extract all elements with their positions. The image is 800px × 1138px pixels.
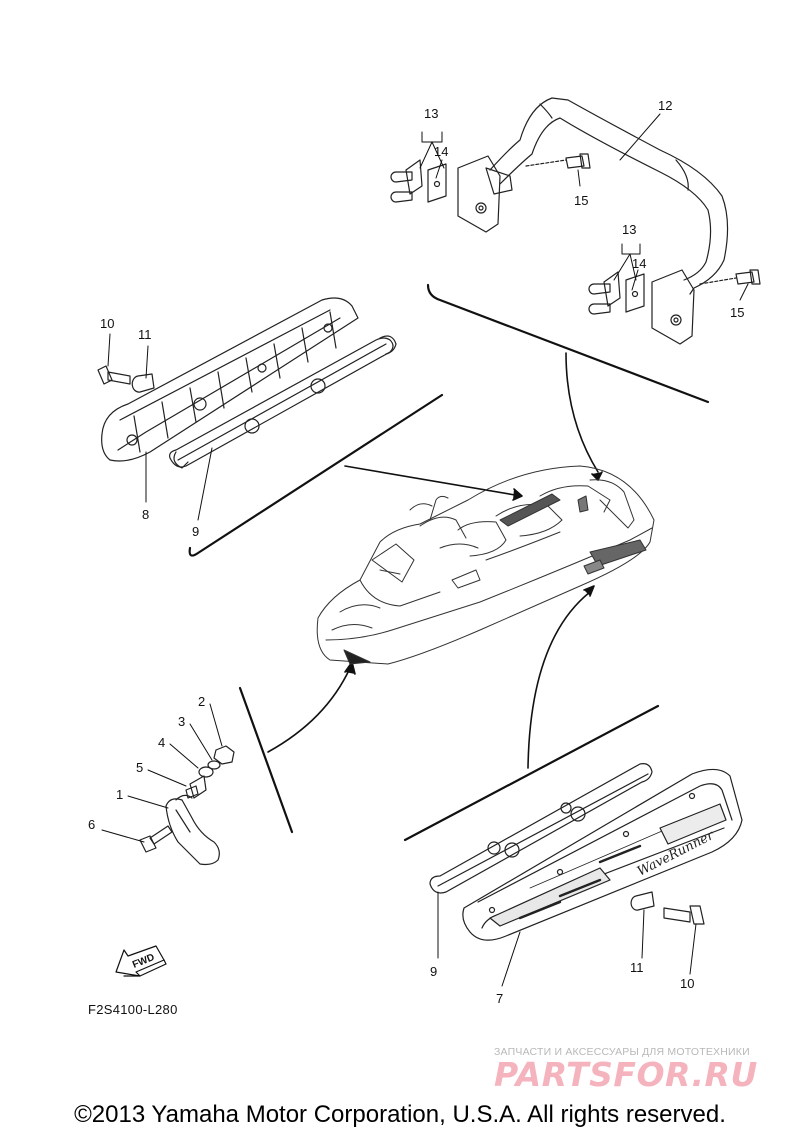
watermark-subtitle: ЗАПЧАСТИ И АКСЕССУАРЫ ДЛЯ МОТОТЕХНИКИ (494, 1046, 750, 1058)
copyright-notice: ©2013 Yamaha Motor Corporation, U.S.A. A… (74, 1101, 726, 1128)
callout-12: 12 (658, 98, 672, 113)
callout-5: 5 (136, 760, 143, 775)
group-bracket-lines (188, 283, 710, 842)
callout-11-right: 11 (630, 960, 644, 975)
part-7-step-rail-right[interactable] (462, 768, 743, 941)
part-11-spacer-right[interactable] (630, 891, 655, 911)
part-handle-mount-top[interactable] (457, 155, 501, 233)
callout-2: 2 (198, 694, 205, 709)
part-5-collar[interactable] (185, 775, 207, 799)
watercraft-illustration (316, 465, 655, 665)
callout-11-left: 11 (138, 327, 152, 342)
callout-15-bottom: 15 (730, 305, 744, 320)
part-9-rubber-strip-right[interactable] (429, 763, 653, 894)
part-4-washer[interactable] (198, 766, 214, 778)
fwd-arrow-icon: FWD (115, 945, 167, 977)
callout-3: 3 (178, 714, 185, 729)
part-3-washer[interactable] (207, 760, 221, 770)
callout-1: 1 (116, 787, 123, 802)
part-12-grab-handle[interactable] (485, 97, 729, 295)
callout-6: 6 (88, 817, 95, 832)
part-11-spacer-left[interactable] (131, 373, 155, 393)
watermark-logo: PARTSFOR.RU (494, 1055, 758, 1094)
part-14-shim-top[interactable] (427, 163, 447, 203)
callout-15-top: 15 (574, 193, 588, 208)
callout-8: 8 (142, 507, 149, 522)
part-6-bolt[interactable] (139, 825, 173, 853)
callout-9-right: 9 (430, 964, 437, 979)
group-leader-lines (101, 113, 749, 987)
callout-4: 4 (158, 735, 165, 750)
part-13-bracket-bottom[interactable] (588, 271, 621, 315)
part-10-bolt-right[interactable] (663, 905, 705, 925)
group-pointer-arrows (267, 352, 603, 769)
part-8-step-rail-left[interactable] (101, 297, 359, 462)
callout-14-bottom: 14 (632, 256, 646, 271)
group-callout-labels: 1 2 3 4 5 6 7 8 9 9 10 10 11 11 12 13 13… (88, 98, 744, 1006)
callout-13-top: 13 (424, 106, 438, 121)
part-1-tow-hook[interactable] (165, 794, 220, 866)
diagram-code: F2S4100-L280 (88, 1002, 178, 1017)
part-9-rubber-strip-left[interactable] (169, 335, 397, 469)
part-handle-mount-bottom[interactable] (651, 269, 695, 345)
part-10-bolt-left[interactable] (97, 365, 131, 385)
part-14-shim-bottom[interactable] (625, 273, 645, 313)
callout-7: 7 (496, 991, 503, 1006)
part-13-bracket-top[interactable] (390, 159, 423, 203)
part-15-bolt-top[interactable] (525, 153, 591, 169)
callout-10-left: 10 (100, 316, 114, 331)
callout-14-top: 14 (434, 144, 448, 159)
callout-13-bottom: 13 (622, 222, 636, 237)
callout-9-left: 9 (192, 524, 199, 539)
part-2-nut[interactable] (213, 745, 235, 765)
part-15-bolt-bottom[interactable] (699, 269, 761, 285)
callout-10-right: 10 (680, 976, 694, 991)
